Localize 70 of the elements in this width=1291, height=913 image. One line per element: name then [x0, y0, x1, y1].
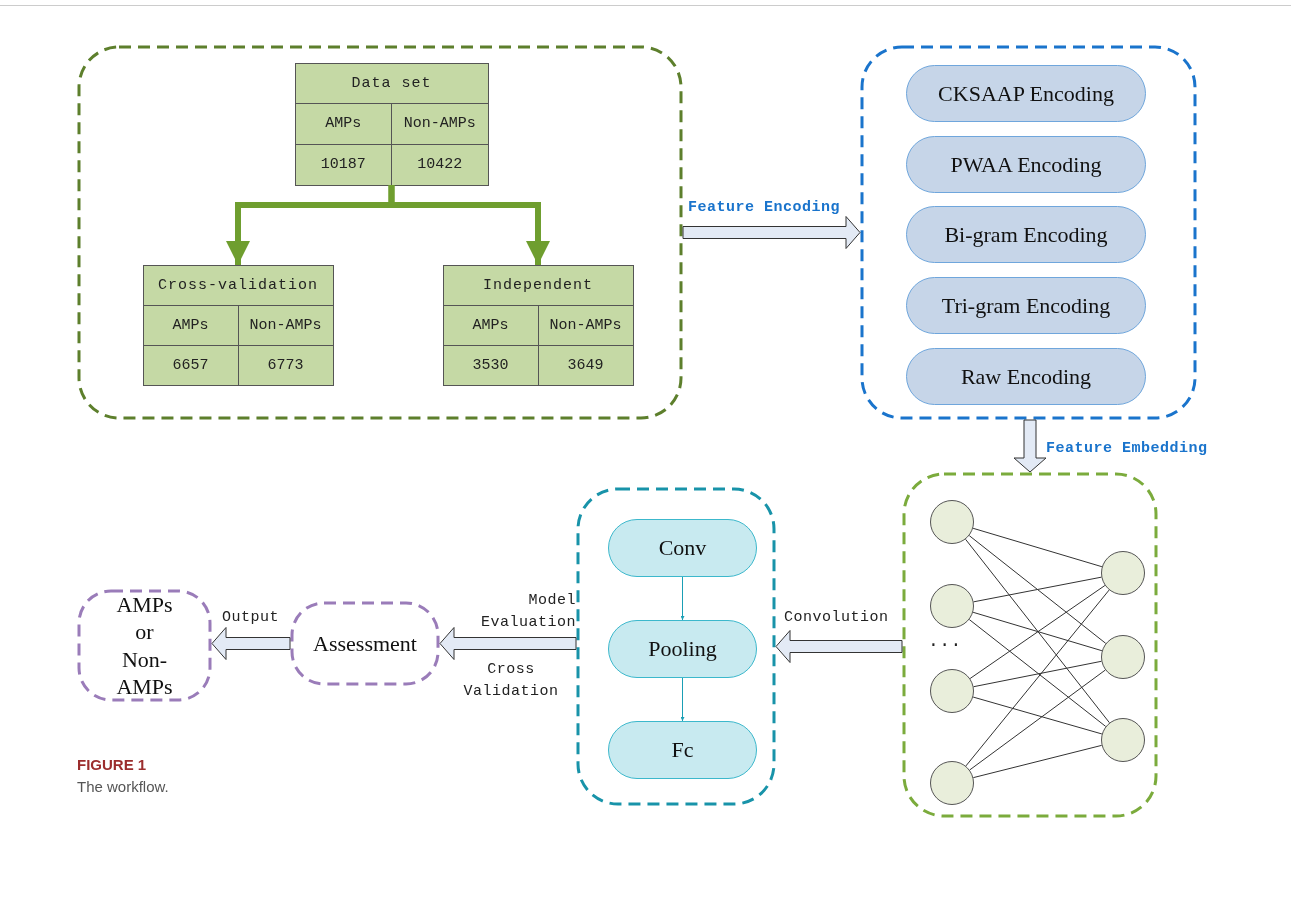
neuron-circle [1101, 718, 1145, 762]
rounded-pill: Bi-gram Encoding [906, 206, 1146, 263]
arrow [680, 576, 685, 621]
connection-line [965, 589, 1110, 767]
dashed-group-box [860, 45, 1197, 420]
data-table [143, 265, 333, 385]
rounded-pill: CKSAAP Encoding [906, 65, 1146, 122]
neuron-circle [930, 669, 974, 713]
neuron-circle [930, 500, 974, 544]
table-cell: AMPs [294, 103, 392, 145]
table-cell: Non-AMPs [537, 304, 634, 346]
connection-line [973, 576, 1102, 603]
edge-label: Feature Embedding [1046, 439, 1208, 459]
connection-line [969, 669, 1106, 771]
edge-label: Convolution [784, 608, 889, 628]
node-text: AMPs or Non-AMPs [116, 590, 173, 701]
table-cell: Non-AMPs [237, 304, 334, 346]
edge-label: Feature Encoding [688, 198, 841, 218]
edge-label: Model Evaluation [480, 591, 576, 633]
figure-title: FIGURE 1 [77, 756, 147, 773]
table-cell: Cross-validation [142, 264, 334, 306]
rounded-pill: Tri-gram Encoding [906, 277, 1146, 334]
data-table [443, 265, 633, 385]
rounded-pill: Fc [608, 721, 757, 779]
neuron-circle [930, 761, 974, 805]
connection-line [972, 744, 1103, 779]
figure-caption: The workflow. [77, 778, 169, 795]
neuron-circle [930, 584, 974, 628]
connection-line [972, 527, 1103, 568]
neuron-circle [1101, 635, 1145, 679]
connection-line [968, 535, 1107, 644]
arrow [388, 185, 550, 265]
table-cell: AMPs [142, 304, 239, 346]
dashed-group-box [902, 472, 1158, 818]
node-text: Assessment [313, 629, 417, 658]
block-arrow [1013, 419, 1047, 473]
block-arrow [211, 627, 291, 660]
connection-line [972, 611, 1103, 652]
table-cell: AMPs [442, 304, 539, 346]
table-cell: 6773 [237, 344, 334, 386]
dashed-group-box [77, 45, 683, 420]
table-cell: 6657 [142, 344, 239, 386]
arrow [680, 677, 685, 722]
dashed-rounded-box [290, 601, 440, 686]
block-arrow [439, 627, 577, 660]
block-arrow [682, 216, 861, 249]
table-cell: Data set [294, 62, 489, 105]
rounded-pill: Pooling [608, 620, 757, 678]
note-text: Cross Validation [462, 660, 560, 702]
rounded-pill: PWAA Encoding [906, 136, 1146, 193]
rounded-pill: Conv [608, 519, 757, 577]
table-cell: Independent [442, 264, 634, 306]
connection-line [968, 619, 1107, 727]
table-cell: 10187 [294, 143, 392, 186]
table-cell: 10422 [391, 143, 489, 186]
connection-line [965, 538, 1110, 724]
data-table [295, 63, 488, 185]
connection-line [973, 660, 1102, 688]
table-cell: Non-AMPs [391, 103, 489, 145]
rounded-pill: Raw Encoding [906, 348, 1146, 405]
neuron-circle [1101, 551, 1145, 595]
edge-label: Output [222, 608, 279, 628]
dashed-group-box [576, 487, 776, 806]
connection-line [969, 585, 1106, 679]
table-cell: 3649 [537, 344, 634, 386]
connection-line [972, 696, 1103, 735]
ellipsis-text: ··· [928, 634, 963, 657]
table-cell: 3530 [442, 344, 539, 386]
block-arrow [775, 630, 903, 663]
dashed-rounded-box [77, 589, 212, 702]
